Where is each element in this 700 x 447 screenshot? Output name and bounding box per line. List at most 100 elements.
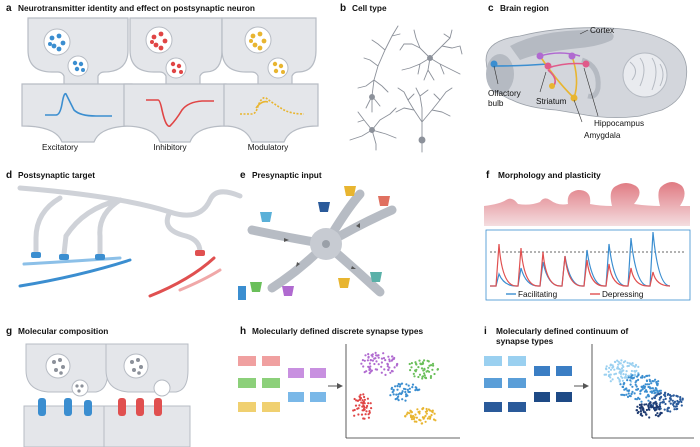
scatter-dot — [630, 392, 633, 396]
scatter-dot — [654, 394, 657, 397]
panel-h-letter: h — [240, 326, 246, 337]
scatter-dot — [380, 357, 384, 360]
scatter-dot — [431, 411, 434, 414]
scatter-dot — [371, 353, 374, 356]
scatter-dot — [631, 374, 634, 377]
scatter-dot — [427, 366, 430, 369]
scatter-dot — [418, 412, 421, 415]
scatter-dot — [377, 356, 380, 359]
scatter-dot — [656, 382, 659, 385]
scatter-dot — [412, 414, 415, 418]
scatter-dot — [675, 403, 678, 406]
scatter-dot — [404, 415, 407, 418]
scatter-dot — [657, 380, 660, 383]
scatter-dot — [647, 395, 650, 398]
scatter-dot — [679, 399, 682, 402]
scatter-dot — [625, 370, 628, 373]
scatter-dot — [388, 358, 391, 361]
scatter-dot — [361, 399, 364, 402]
scatter-dot — [654, 387, 657, 390]
synapse-g-red — [103, 343, 191, 447]
scatter-dot — [362, 365, 365, 368]
scatter-dot — [617, 363, 620, 366]
scatter-dot — [621, 376, 624, 379]
scatter-dot — [661, 401, 664, 404]
scatter-dot — [676, 395, 679, 398]
scatter-dot — [363, 398, 366, 401]
scatter-dot — [414, 389, 417, 392]
scatter-dot — [410, 418, 414, 421]
scatter-dot — [423, 416, 426, 419]
scatter-dot — [611, 366, 614, 369]
scatter-dot — [669, 402, 672, 405]
scatter-dot — [367, 353, 370, 356]
scatter-dot — [413, 375, 416, 378]
scatter-dot — [393, 356, 396, 360]
scatter-dot — [370, 369, 373, 372]
scatter-dot — [637, 378, 640, 381]
scatter-dot — [410, 362, 413, 365]
scatter-dot — [622, 385, 625, 389]
scatter-dot — [364, 354, 367, 357]
scatter-dot — [390, 386, 394, 389]
scatter-dot — [365, 410, 368, 413]
scatter-dot — [681, 397, 684, 400]
scatter-dot — [411, 386, 414, 389]
scatter-dot — [412, 372, 415, 375]
scatter-dot — [645, 379, 649, 383]
scatter-dot — [637, 365, 640, 368]
scatter-dot — [633, 374, 636, 377]
scatter-dot — [639, 410, 643, 413]
panel-b-title: Cell type — [352, 3, 387, 13]
scatter-dot — [366, 397, 369, 400]
scatter-dot — [625, 387, 628, 390]
scatter-dot — [414, 386, 417, 389]
panel-d: d Postsynaptic target — [6, 170, 243, 298]
label-olfactory-2: bulb — [488, 99, 504, 108]
scatter-dot — [629, 395, 632, 398]
scatter-dot — [409, 369, 412, 372]
scatter-dot — [401, 398, 404, 401]
scatter-dot — [663, 408, 666, 411]
scatter-dot — [634, 381, 637, 384]
scatter-dot — [391, 355, 394, 358]
scatter-dot — [362, 401, 365, 404]
scatter-dot — [423, 372, 426, 375]
direction-arrows — [284, 223, 360, 269]
traces-legend: Facilitating Depressing — [506, 290, 644, 299]
scatter-dot — [360, 401, 363, 404]
panel-e-letter: e — [240, 170, 246, 181]
scatter-dot — [425, 407, 428, 411]
scatter-dot — [433, 412, 436, 415]
scatter-dot — [643, 403, 646, 406]
scatter-dot — [428, 417, 432, 420]
scatter-dot — [654, 414, 658, 417]
scatter-dot — [604, 367, 608, 370]
scatter-dot — [362, 393, 365, 396]
label-amygdala: Amygdala — [584, 131, 621, 140]
scatter-dot — [613, 368, 616, 371]
scatter-dot — [609, 376, 612, 379]
scatter-dot — [658, 398, 661, 401]
scatter-dot — [666, 409, 669, 412]
scatter-dot — [647, 406, 650, 409]
scatter-dot — [647, 404, 650, 407]
scatter-dot — [418, 410, 421, 413]
scatter-dot — [671, 399, 674, 402]
postsynaptic-terminals — [31, 250, 205, 260]
scatter-dot — [415, 416, 418, 419]
scatter-dot — [356, 399, 359, 402]
scatter-dot — [386, 363, 389, 366]
scatter-dot — [630, 369, 634, 373]
scatter-dot — [424, 376, 427, 379]
scatter-dot — [410, 415, 413, 418]
scatter-dot — [618, 380, 621, 383]
synapse-modulatory: Modulatory — [221, 17, 319, 152]
scatter-dot — [628, 389, 631, 392]
scatter-dot — [644, 411, 647, 414]
brain-nodes — [490, 52, 590, 102]
scatter-dot — [368, 411, 371, 414]
scatter-dot — [658, 403, 661, 406]
panel-i-title-2: synapse types — [496, 336, 554, 346]
scatter-dot — [425, 412, 428, 415]
